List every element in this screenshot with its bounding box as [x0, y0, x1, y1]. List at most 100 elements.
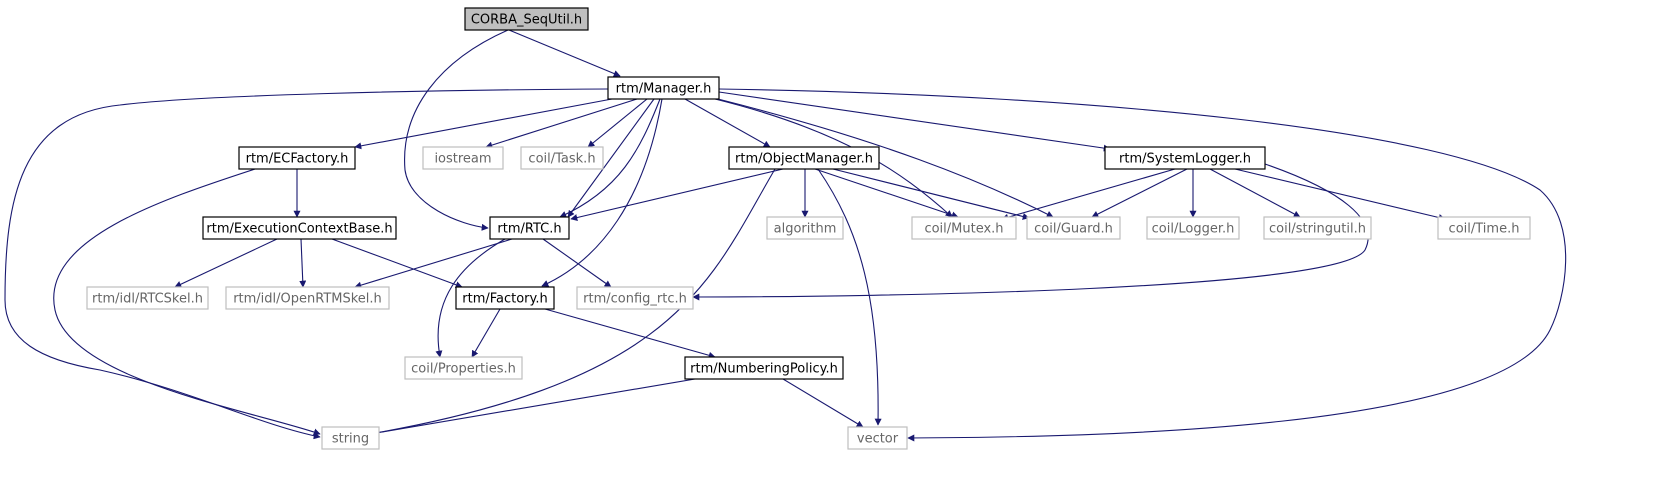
node-coil_guard: coil/Guard.h: [1026, 216, 1121, 240]
node-label: rtm/NumberingPolicy.h: [690, 362, 838, 377]
node-box: [225, 286, 390, 310]
node-label: CORBA_SeqUtil.h: [471, 13, 582, 28]
edge-manager-to-string: [4, 88, 609, 440]
edge-manager-to-rtc: [559, 98, 661, 218]
edge-manager-to-ecfactory: [354, 98, 613, 150]
edge-corba_sequtil-to-manager: [508, 29, 621, 77]
edge-execctxbase-to-rtcskel: [174, 238, 278, 288]
edge-systemlogger-to-coil_time: [1234, 168, 1446, 221]
node-label: rtm/idl/OpenRTMSkel.h: [233, 292, 382, 307]
edge-execctxbase-to-factory: [331, 238, 463, 289]
node-box: [489, 216, 570, 240]
node-box: [455, 286, 555, 310]
node-box: [422, 146, 504, 170]
edge-manager-to-factory: [541, 98, 663, 287]
node-manager[interactable]: rtm/Manager.h: [607, 76, 720, 100]
node-config_rtc: rtm/config_rtc.h: [576, 286, 694, 310]
edge-systemlogger-to-coil_stringutil: [1209, 168, 1301, 218]
node-box: [1104, 146, 1266, 170]
edge-manager-to-coil_task: [587, 98, 648, 148]
node-label: rtm/SystemLogger.h: [1119, 152, 1251, 167]
edge-corba_sequtil-to-rtc: [404, 29, 509, 231]
nodes: CORBA_SeqUtil.h rtm/Manager.h rtm/ECFactor…: [86, 7, 1531, 450]
edge-factory-to-coil_properties: [471, 308, 501, 358]
node-label: coil/Time.h: [1449, 222, 1520, 237]
node-label: rtm/ExecutionContextBase.h: [206, 222, 392, 237]
node-factory[interactable]: rtm/Factory.h: [455, 286, 555, 310]
node-algorithm: algorithm: [766, 216, 844, 240]
node-vector: vector: [847, 426, 908, 450]
node-label: coil/Properties.h: [411, 362, 516, 377]
node-box: [86, 286, 209, 310]
node-box: [1437, 216, 1531, 240]
node-coil_time: coil/Time.h: [1437, 216, 1531, 240]
node-label: coil/stringutil.h: [1269, 222, 1366, 237]
node-box: [576, 286, 694, 310]
edge-manager-to-coil_guard: [717, 98, 1054, 218]
node-label: coil/Mutex.h: [924, 222, 1003, 237]
node-label: rtm/ECFactory.h: [246, 152, 349, 167]
node-corba_sequtil[interactable]: CORBA_SeqUtil.h: [464, 7, 589, 31]
node-box: [684, 356, 844, 380]
node-coil_stringutil: coil/stringutil.h: [1263, 216, 1372, 240]
edge-objectmanager-to-coil_guard: [832, 168, 1030, 220]
node-label: string: [332, 432, 369, 447]
node-string: string: [321, 426, 380, 450]
node-systemlogger[interactable]: rtm/SystemLogger.h: [1104, 146, 1266, 170]
node-coil_logger: coil/Logger.h: [1146, 216, 1240, 240]
edge-manager-to-objectmanager: [684, 98, 771, 148]
node-label: algorithm: [774, 222, 837, 237]
node-label: vector: [857, 432, 899, 447]
edges: [4, 29, 1567, 442]
node-label: rtm/idl/RTCSkel.h: [92, 292, 203, 307]
node-box: [238, 146, 356, 170]
node-ecfactory[interactable]: rtm/ECFactory.h: [238, 146, 356, 170]
node-box: [911, 216, 1017, 240]
node-box: [202, 216, 397, 240]
edge-objectmanager-to-vector: [817, 168, 882, 426]
node-box: [1146, 216, 1240, 240]
node-numberingpolicy[interactable]: rtm/NumberingPolicy.h: [684, 356, 844, 380]
edge-objectmanager-to-coil_mutex: [814, 168, 959, 219]
edge-systemlogger-to-coil_mutex: [1001, 168, 1176, 221]
node-box: [1263, 216, 1372, 240]
edge-ecfactory-to-string: [53, 168, 321, 436]
node-label: rtm/ObjectManager.h: [735, 152, 873, 167]
edge-numberingpolicy-to-vector: [782, 378, 864, 428]
node-label: coil/Task.h: [528, 152, 595, 167]
node-box: [728, 146, 880, 170]
node-label: iostream: [434, 152, 491, 167]
node-label: coil/Guard.h: [1034, 222, 1113, 237]
edge-rtc-to-coil_properties: [435, 238, 506, 358]
node-label: rtm/RTC.h: [497, 222, 561, 237]
edge-manager-to-rtc: [567, 98, 655, 218]
node-execctxbase[interactable]: rtm/ExecutionContextBase.h: [202, 216, 397, 240]
node-coil_task: coil/Task.h: [520, 146, 604, 170]
node-box: [404, 356, 523, 380]
node-box: [847, 426, 908, 450]
node-label: rtm/Manager.h: [616, 82, 712, 97]
edge-rtc-to-config_rtc: [542, 238, 612, 288]
node-box: [520, 146, 604, 170]
edge-numberingpolicy-to-string: [369, 378, 696, 437]
node-iostream: iostream: [422, 146, 504, 170]
node-rtcskel: rtm/idl/RTCSkel.h: [86, 286, 209, 310]
edge-execctxbase-to-openrtmskel: [299, 238, 307, 288]
edge-systemlogger-to-config_rtc: [692, 163, 1369, 301]
node-box: [1026, 216, 1121, 240]
node-label: rtm/Factory.h: [462, 292, 548, 307]
edge-factory-to-numberingpolicy: [544, 308, 716, 359]
node-objectmanager[interactable]: rtm/ObjectManager.h: [728, 146, 880, 170]
edge-rtc-to-openrtmskel: [354, 238, 513, 289]
node-rtc[interactable]: rtm/RTC.h: [489, 216, 570, 240]
edge-objectmanager-to-rtc: [570, 168, 784, 221]
node-label: coil/Logger.h: [1152, 222, 1235, 237]
edge-manager-to-iostream: [485, 98, 638, 149]
edge-objectmanager-to-string: [369, 168, 776, 437]
node-box: [607, 76, 720, 100]
edge-manager-to-systemlogger: [718, 91, 1111, 152]
node-box: [464, 7, 589, 31]
node-label: rtm/config_rtc.h: [583, 292, 687, 307]
node-openrtmskel: rtm/idl/OpenRTMSkel.h: [225, 286, 390, 310]
